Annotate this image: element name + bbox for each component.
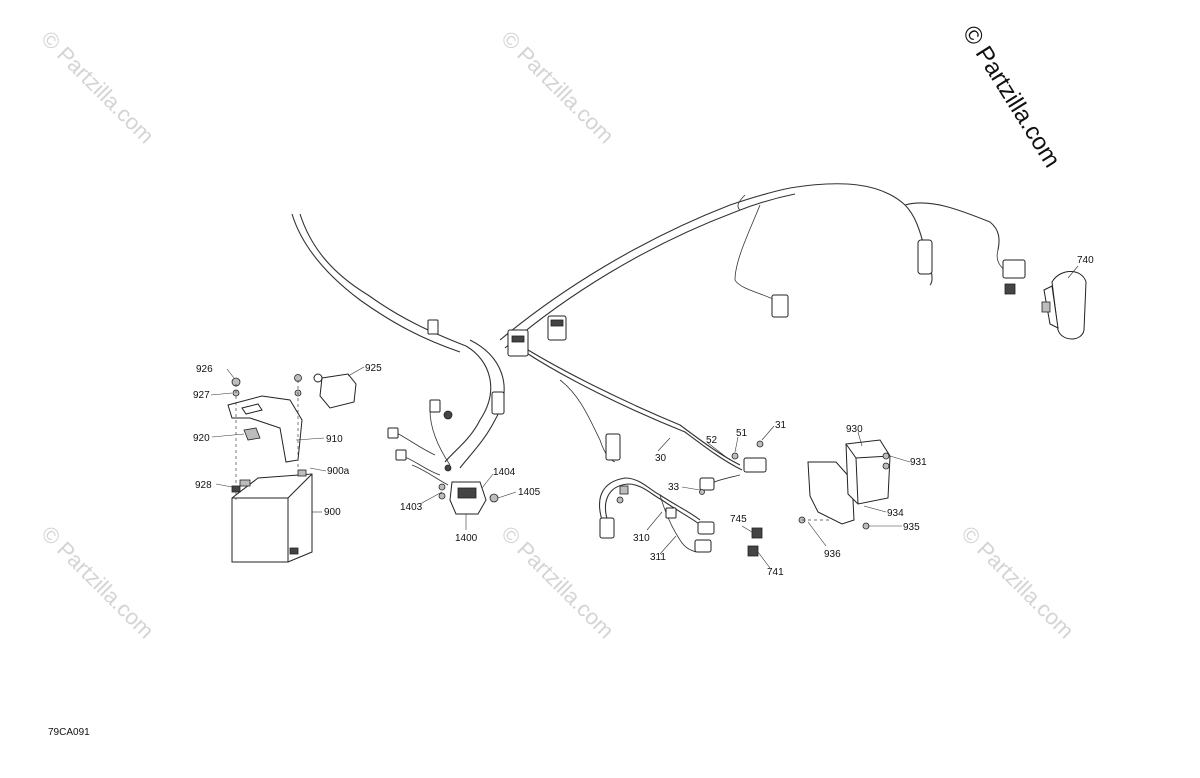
label-33: 33 bbox=[668, 482, 680, 493]
label-928: 928 bbox=[195, 480, 212, 491]
label-741: 741 bbox=[767, 567, 784, 578]
label-930: 930 bbox=[846, 424, 863, 435]
watermark-tile: © Partzilla.com bbox=[36, 26, 159, 149]
diagram-code: 79CA091 bbox=[48, 727, 90, 738]
part-labels: 926 927 920 910 925 928 900a 900 1403 14… bbox=[193, 255, 1094, 578]
label-927: 927 bbox=[193, 390, 210, 401]
label-936: 936 bbox=[824, 549, 841, 560]
label-1403: 1403 bbox=[400, 502, 423, 513]
label-931: 931 bbox=[910, 457, 927, 468]
watermark-tile: © Partzilla.com bbox=[956, 521, 1079, 644]
label-920: 920 bbox=[193, 433, 210, 444]
label-1400: 1400 bbox=[455, 533, 478, 544]
solenoid-assembly bbox=[438, 464, 499, 515]
label-52: 52 bbox=[706, 435, 718, 446]
sub-harness bbox=[599, 477, 715, 553]
label-310: 310 bbox=[633, 533, 650, 544]
battery-assembly bbox=[227, 373, 357, 563]
watermark-main: © Partzilla.com bbox=[957, 21, 1066, 172]
label-935: 935 bbox=[903, 522, 920, 533]
watermark-tile: © Partzilla.com bbox=[496, 521, 619, 644]
label-1405: 1405 bbox=[518, 487, 541, 498]
watermark-tile: © Partzilla.com bbox=[496, 26, 619, 149]
label-926: 926 bbox=[196, 364, 213, 375]
label-934: 934 bbox=[887, 508, 904, 519]
leader-lines bbox=[210, 265, 1079, 569]
label-900: 900 bbox=[324, 507, 341, 518]
label-30: 30 bbox=[655, 453, 667, 464]
fasteners bbox=[616, 440, 764, 557]
label-51: 51 bbox=[736, 428, 748, 439]
label-31: 31 bbox=[775, 420, 787, 431]
label-745: 745 bbox=[730, 514, 747, 525]
label-311: 311 bbox=[650, 552, 666, 563]
label-900a: 900a bbox=[327, 466, 350, 477]
watermark-tile: © Partzilla.com bbox=[36, 521, 159, 644]
label-925: 925 bbox=[365, 363, 382, 374]
light-assembly bbox=[1041, 271, 1087, 340]
control-module bbox=[798, 439, 891, 530]
label-740: 740 bbox=[1077, 255, 1094, 266]
main-harness bbox=[291, 183, 1026, 491]
label-910: 910 bbox=[326, 434, 343, 445]
label-1404: 1404 bbox=[493, 467, 516, 478]
